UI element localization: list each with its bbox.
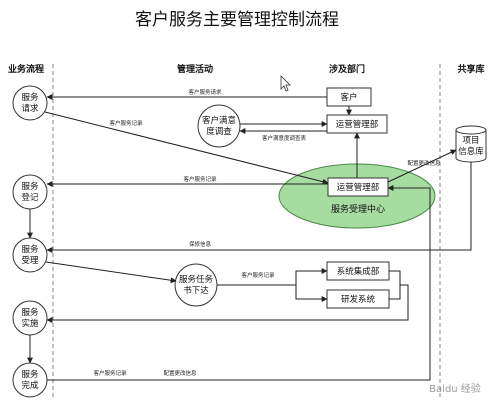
- node-customer-survey: 客户满意 度调查: [197, 104, 241, 148]
- node-service-accept: 服务 受理: [12, 237, 48, 273]
- node-label: 运营管理部: [336, 119, 379, 130]
- node-label: 服务任务: [179, 274, 214, 285]
- node-label: 服务: [21, 92, 39, 103]
- node-operations-dept-2: 运营管理部: [327, 177, 389, 197]
- node-rnd-system: 研发系统: [326, 289, 390, 309]
- node-label: 受理: [21, 255, 39, 266]
- node-label: 服务: [21, 369, 39, 380]
- column-business-process: 业务流程: [8, 63, 44, 75]
- edge-center-to-register: 客户服务记录: [46, 175, 328, 187]
- edge-label: 客户服务记录: [241, 271, 275, 279]
- edge-task-to-departments: 客户服务记录: [217, 268, 328, 302]
- edge-request-to-center: 客户服务记录: [44, 111, 329, 185]
- column-departments: 涉及部门: [329, 63, 365, 75]
- edge-label: 保修信息: [189, 240, 212, 248]
- edge-label: 配置更改信息: [407, 159, 441, 167]
- edge-dept-merge: [389, 270, 401, 300]
- node-label: 书下达: [183, 285, 209, 296]
- edge-ops-survey-form: 客户满意度调查表: [239, 128, 327, 142]
- edge-label: 客户服务请求: [188, 88, 222, 96]
- edge-accept-to-task: [45, 261, 177, 284]
- mouse-cursor-icon: [280, 75, 291, 92]
- edge-database-to-accept: 保修信息: [46, 162, 472, 253]
- node-label: 研发系统: [341, 294, 376, 305]
- edge-label: 客户服务记录: [93, 369, 127, 377]
- column-management-activity: 管理活动: [177, 63, 213, 75]
- edge-complete-to-center: 客户服务记录 配置更改信息: [47, 185, 431, 381]
- watermark-text: Baidu 经验: [429, 382, 481, 395]
- edge-label: 客户服务记录: [109, 119, 143, 127]
- node-label: 客户: [340, 92, 357, 103]
- node-label: 请求: [21, 103, 39, 114]
- column-shared-library: 共享库: [457, 63, 484, 75]
- node-label: 服务: [21, 181, 39, 192]
- node-label: 服务: [21, 244, 39, 255]
- edge-customer-request: 客户服务请求: [46, 88, 327, 100]
- edge-label: 客户服务记录: [183, 175, 217, 183]
- node-customer: 客户: [326, 87, 372, 107]
- edge-departments-to-implement: [46, 284, 409, 323]
- node-label: 运营管理部: [337, 182, 380, 193]
- edge-label: 客户满意度调查表: [262, 134, 307, 142]
- service-center-label: 服务受理中心: [331, 203, 385, 215]
- node-label: 度调查: [206, 126, 232, 137]
- node-label: 项目: [462, 136, 479, 146]
- node-service-request: 服务 请求: [12, 85, 48, 121]
- edge-center-to-database: 配置更改信息: [387, 149, 457, 183]
- node-service-register: 服务 登记: [12, 174, 48, 210]
- node-label: 信息库: [458, 146, 484, 157]
- node-label: 服务: [21, 307, 39, 318]
- node-label: 登记: [21, 192, 39, 203]
- node-system-integration-dept: 系统集成部: [326, 261, 390, 281]
- node-task-issue: 服务任务 书下达: [174, 263, 218, 307]
- node-service-complete: 服务 完成: [12, 362, 48, 398]
- diagram-title: 客户服务主要管理控制流程: [135, 10, 339, 30]
- node-project-database: 项目 信息库: [455, 125, 487, 163]
- node-service-implement: 服务 实施: [12, 300, 48, 336]
- node-label: 客户满意: [202, 115, 236, 126]
- edge-label: 配置更改信息: [163, 369, 197, 377]
- node-operations-dept-1: 运营管理部: [326, 114, 388, 134]
- node-label: 实施: [21, 318, 39, 329]
- node-label: 完成: [21, 380, 39, 391]
- node-label: 系统集成部: [337, 266, 380, 277]
